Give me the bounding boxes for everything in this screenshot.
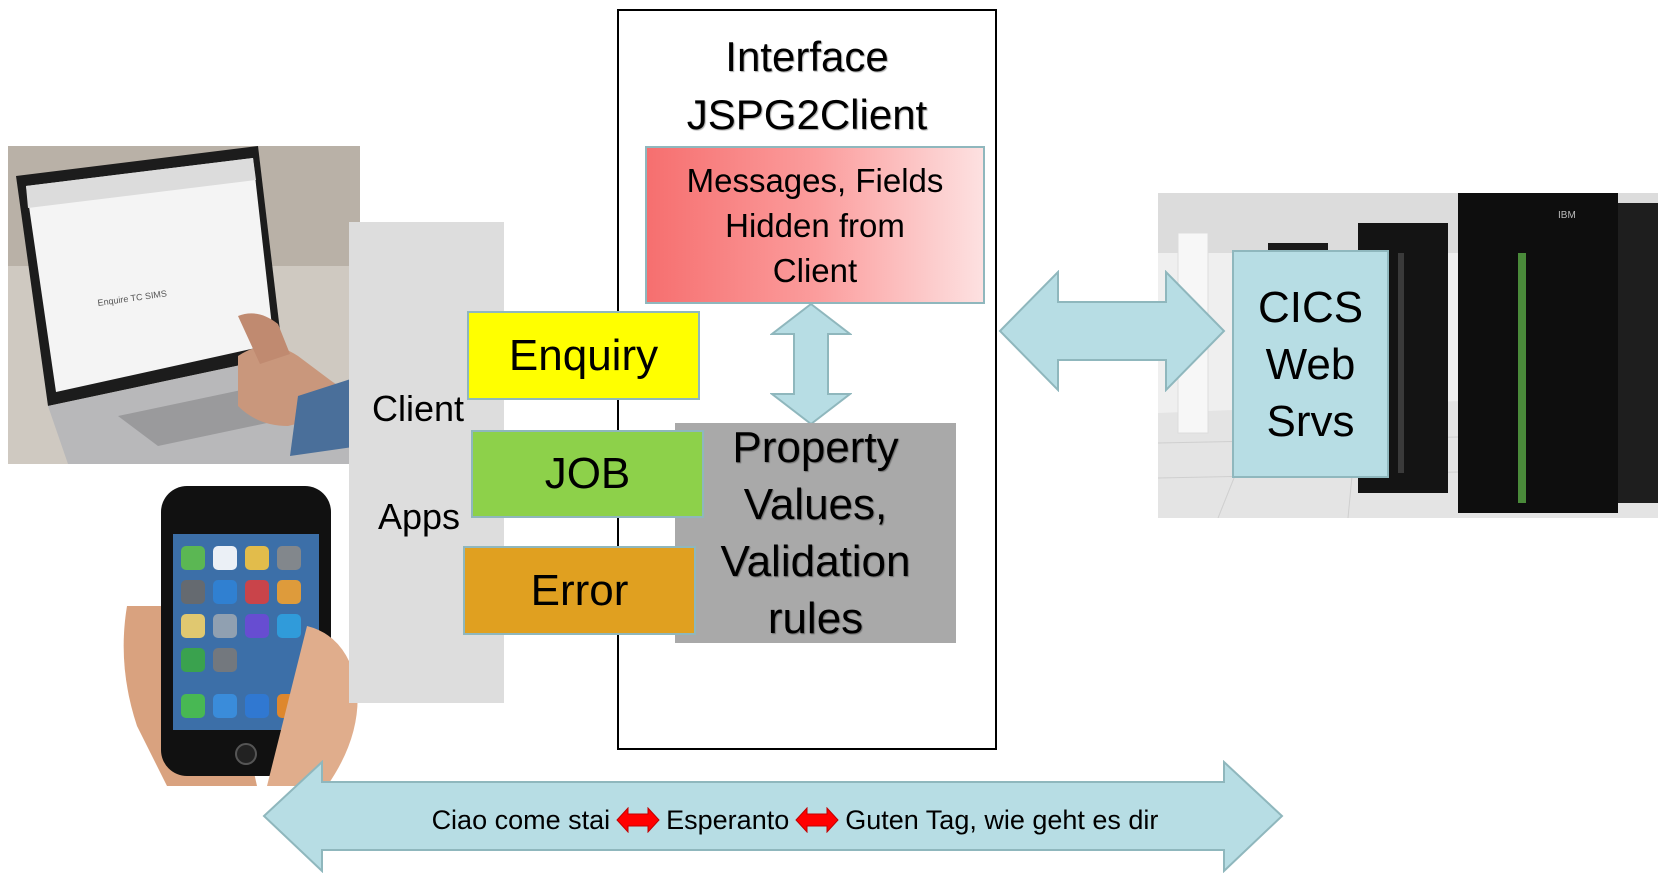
property-values-box: Property Values, Validation rules bbox=[675, 423, 956, 643]
job-label: JOB bbox=[544, 449, 631, 498]
svg-text:IBM: IBM bbox=[1558, 210, 1576, 221]
interface-title: Interface JSPG2Client bbox=[686, 33, 928, 138]
translation-text-row: Ciao come stai Esperanto Guten Tag, wie … bbox=[300, 800, 1290, 840]
vertical-double-arrow bbox=[770, 302, 852, 426]
laptop-photo: Enquire TC SIMS bbox=[8, 146, 360, 464]
red-double-arrow-icon bbox=[616, 807, 660, 833]
red-double-arrow-icon bbox=[795, 807, 839, 833]
german-greeting: Guten Tag, wie geht es dir bbox=[845, 804, 1159, 835]
apps-label: Apps bbox=[378, 496, 461, 537]
bottom-double-arrow bbox=[262, 760, 1284, 873]
cics-web-services-box: CICS Web Srvs bbox=[1232, 250, 1389, 478]
client-label: Client bbox=[372, 388, 465, 429]
horizontal-double-arrow bbox=[998, 270, 1226, 392]
error-message-box: Error bbox=[463, 546, 696, 635]
hidden-messages-box: Messages, Fields Hidden from Client bbox=[645, 146, 985, 304]
italian-greeting: Ciao come stai bbox=[431, 804, 611, 835]
esperanto-label: Esperanto bbox=[666, 804, 790, 835]
error-label: Error bbox=[530, 565, 629, 615]
enquiry-label: Enquiry bbox=[508, 330, 659, 380]
enquiry-message-box: Enquiry bbox=[467, 311, 700, 400]
job-message-box: JOB bbox=[471, 430, 704, 518]
smartphone-photo bbox=[107, 486, 371, 788]
